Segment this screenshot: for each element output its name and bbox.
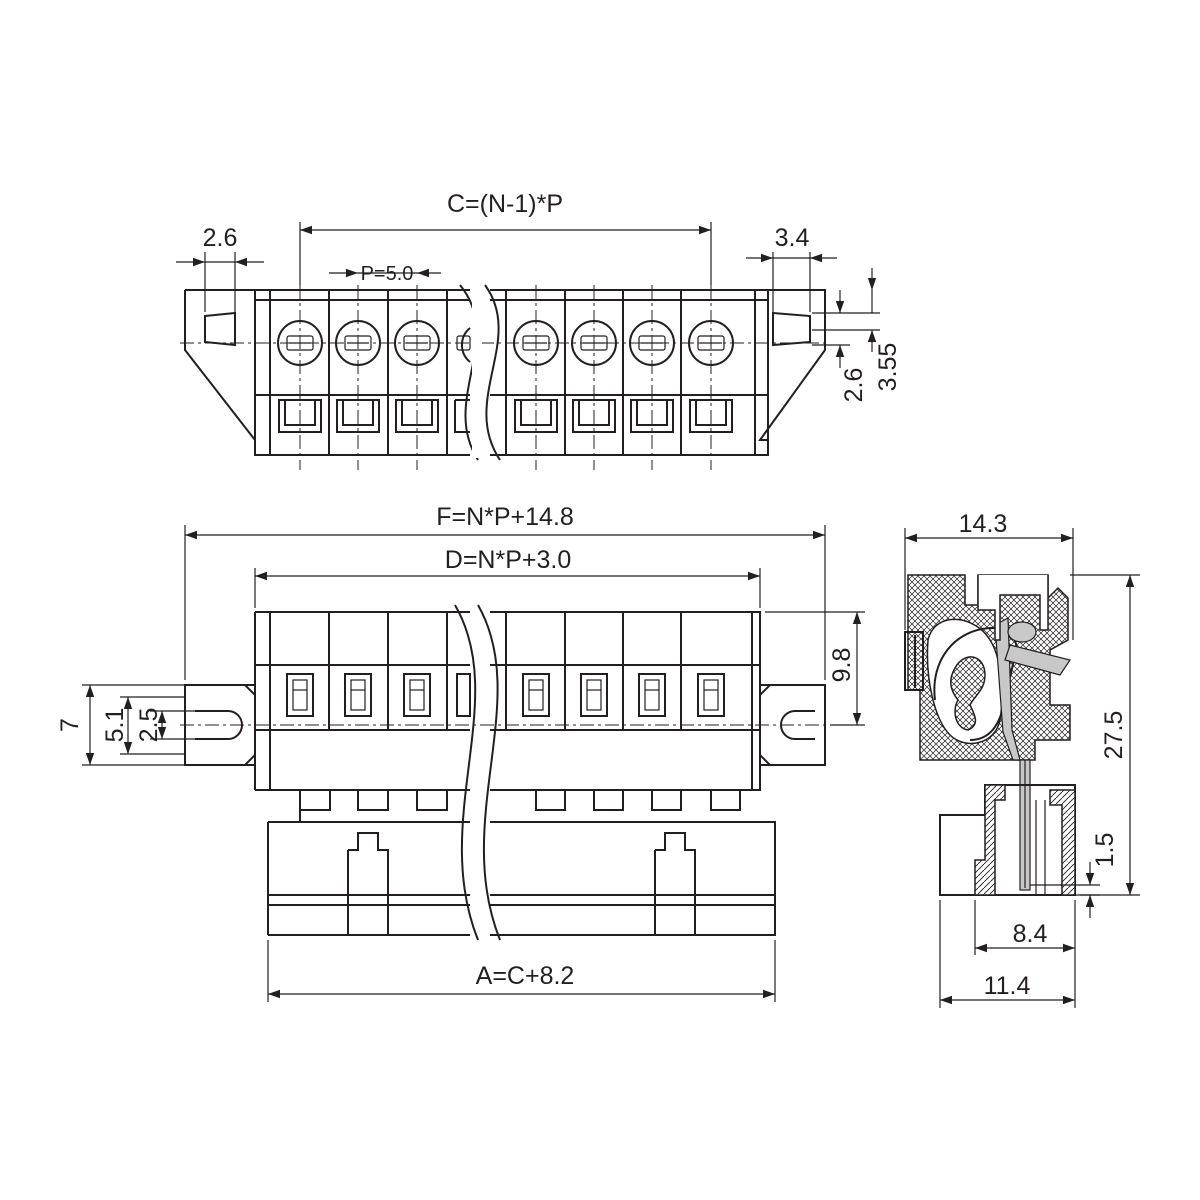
dim-hole-small-label: 2.6 xyxy=(840,368,868,403)
front-header-body xyxy=(268,821,776,936)
window xyxy=(344,673,372,717)
front-plug-body xyxy=(255,611,761,791)
dim-pin-label: 1.5 xyxy=(1091,833,1119,868)
pole-partial xyxy=(454,327,471,433)
front-pins xyxy=(299,790,741,822)
dim-side-height-label: 27.5 xyxy=(1100,711,1128,760)
dim-header-inner-label: 8.4 xyxy=(1013,920,1048,948)
header-latch-right xyxy=(654,832,696,935)
front-break-line xyxy=(454,604,479,941)
window xyxy=(456,673,471,717)
dim-d-label: D=N*P+3.0 xyxy=(445,546,571,574)
window xyxy=(403,673,431,717)
window xyxy=(286,673,314,717)
left-flange xyxy=(184,684,255,766)
dim-pitch-label: P=5.0 xyxy=(361,263,414,285)
front-view: F=N*P+14.8 D=N*P+3.0 9.8 7 5.1 2.5 A=C+8… xyxy=(56,503,865,1002)
dim-hole-large-label: 3.55 xyxy=(874,343,902,392)
dim-right-ear-label: 3.4 xyxy=(775,224,810,252)
dim-side-width-label: 14.3 xyxy=(959,510,1008,538)
dim-header-outer-label: 11.4 xyxy=(984,972,1031,1000)
window xyxy=(522,673,550,717)
side-view: 14.3 27.5 1.5 8.4 11.4 xyxy=(904,510,1140,1008)
left-ear-hole xyxy=(204,311,236,347)
window xyxy=(638,673,666,717)
dim-c-label: C=(N-1)*P xyxy=(447,190,563,218)
top-body-outline xyxy=(184,289,826,456)
dim-flange-7-label: 7 xyxy=(56,718,84,732)
dim-height-label: 9.8 xyxy=(828,648,856,683)
dim-flange-5-1-label: 5.1 xyxy=(101,708,129,743)
right-ear-hole xyxy=(772,311,811,347)
header-latch-left xyxy=(347,832,389,935)
window xyxy=(580,673,608,717)
dim-a-label: A=C+8.2 xyxy=(476,962,575,990)
dim-f-label: F=N*P+14.8 xyxy=(436,503,574,531)
window xyxy=(697,673,725,717)
side-push-lever xyxy=(1004,644,1071,676)
front-windows xyxy=(286,673,725,717)
side-header-wall-right xyxy=(1049,789,1076,896)
dim-flange-2-5-label: 2.5 xyxy=(135,708,163,743)
top-view: C=(N-1)*P P=5.0 2.6 3.4 2.6 3.55 xyxy=(176,190,902,470)
side-header-wall-left xyxy=(974,784,1006,896)
dim-left-ear-label: 2.6 xyxy=(203,224,238,252)
